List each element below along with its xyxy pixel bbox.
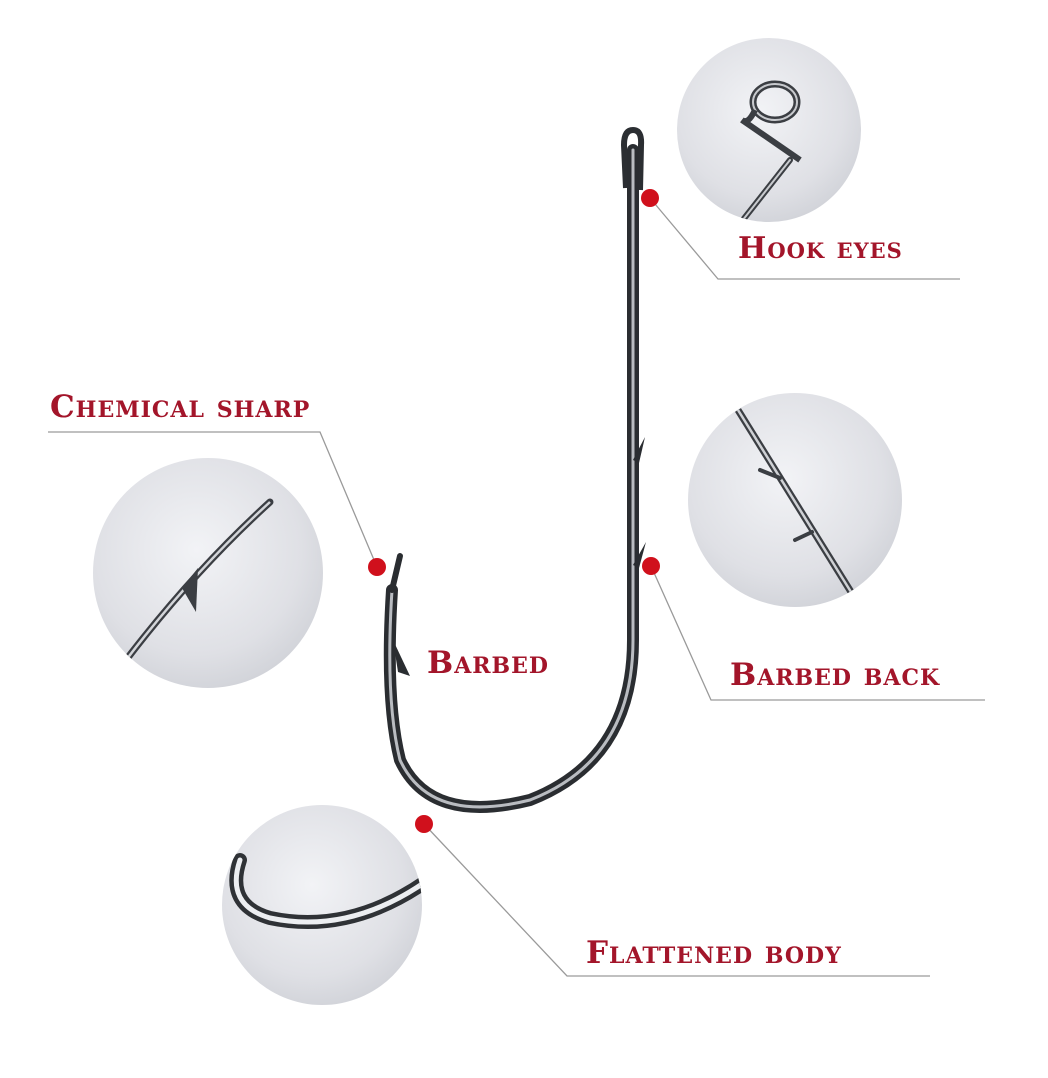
fishing-hook-illustration	[383, 126, 646, 813]
marker-dot-barbed-back	[642, 557, 660, 575]
leader-line-hook-eyes	[649, 197, 960, 280]
leader-line-chemical-sharp	[48, 431, 378, 568]
leader-lines	[48, 197, 985, 977]
leader-line-flattened-body	[423, 823, 930, 977]
label-hook-eyes: Hook eyes	[738, 231, 903, 266]
label-barbed: Barbed	[427, 645, 549, 681]
detail-circle-hook-eye	[677, 38, 861, 222]
detail-circle-chemical-sharp	[93, 458, 323, 688]
detail-circle-barbed-back	[688, 393, 902, 607]
label-flattened-body: Flattened body	[586, 935, 842, 971]
marker-dot-flattened-body	[415, 815, 433, 833]
leader-line-barbed-back	[650, 565, 985, 701]
marker-dot-chemical-sharp	[368, 558, 386, 576]
label-chemical-sharp: Chemical sharp	[50, 389, 311, 425]
marker-dots	[368, 189, 660, 833]
marker-dot-hook-eyes	[641, 189, 659, 207]
detail-circle-flattened-body	[222, 805, 422, 1005]
label-barbed-back: Barbed back	[730, 657, 941, 693]
